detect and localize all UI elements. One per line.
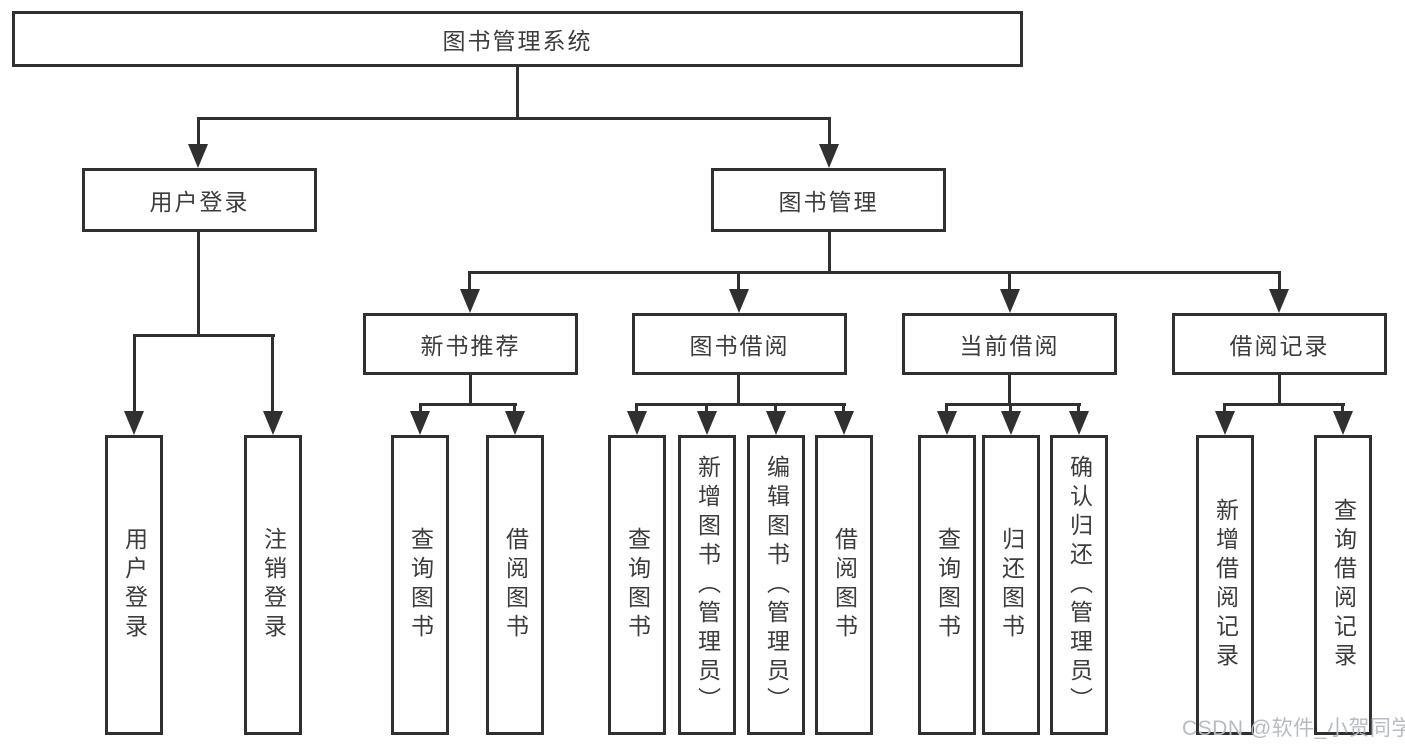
connector-drop-leaf-login: [133, 334, 136, 414]
arrowhead-borrow-records: [1269, 289, 1289, 313]
connector-drop-new-books: [468, 271, 471, 293]
connector-new-books-feeder: [469, 375, 472, 406]
leaf-label: 归还图书: [998, 527, 1025, 643]
arrowhead-query-record: [1333, 411, 1353, 435]
connector-level3-rail: [468, 271, 1281, 274]
connector-drop-query-books-a: [419, 403, 422, 415]
node-label: 图书借阅: [689, 333, 790, 359]
leaf-query-books-current: 查询图书: [918, 435, 976, 735]
leaf-label: 用户登录: [121, 527, 148, 643]
leaf-label: 查询图书: [934, 527, 961, 643]
connector-level2-rail: [197, 117, 831, 120]
connector-user-login-rail: [133, 334, 275, 337]
connector-drop-query-books-c: [945, 403, 948, 415]
arrowhead-current-borrow: [1000, 289, 1020, 313]
connector-borrow-records-feeder: [1278, 375, 1281, 406]
arrowhead-new-books: [460, 289, 480, 313]
leaf-add-books-admin: 新增图书（管理员）: [678, 435, 736, 735]
leaf-label: 注销登录: [260, 527, 287, 643]
leaf-label: 确认归还（管理员）: [1066, 454, 1093, 716]
connector-drop-add-books: [705, 403, 708, 415]
connector-current-borrow-feeder: [1008, 375, 1011, 406]
node-library-management-system: 图书管理系统: [12, 11, 1023, 67]
leaf-borrow-books-recommend: 借阅图书: [486, 435, 544, 735]
arrowhead-add-record: [1215, 411, 1235, 435]
connector-current-borrow-rail: [945, 403, 1081, 406]
connector-drop-borrow-books-a: [513, 403, 516, 415]
node-label: 用户登录: [149, 189, 250, 215]
leaf-label: 借阅图书: [502, 527, 529, 643]
node-label: 当前借阅: [959, 333, 1060, 359]
node-borrow-records: 借阅记录: [1172, 313, 1387, 375]
leaf-confirm-return-admin: 确认归还（管理员）: [1050, 435, 1108, 735]
arrowhead-book-borrow: [729, 289, 749, 313]
node-label: 借阅记录: [1229, 333, 1330, 359]
arrowhead-return-books: [1001, 411, 1021, 435]
connector-drop-edit-books: [774, 403, 777, 415]
connector-drop-confirm-return: [1077, 403, 1080, 415]
connector-drop-return-books: [1009, 403, 1012, 415]
arrowhead-leaf-logout: [263, 411, 283, 435]
leaf-label: 查询图书: [407, 527, 434, 643]
node-current-borrow: 当前借阅: [902, 313, 1117, 375]
node-label: 新书推荐: [420, 333, 521, 359]
leaf-logout: 注销登录: [244, 435, 302, 735]
arrowhead-add-books: [697, 411, 717, 435]
connector-book-borrow-feeder: [737, 375, 740, 406]
connector-drop-leaf-logout: [271, 334, 274, 414]
arrowhead-borrow-books-b: [834, 411, 854, 435]
leaf-borrow-books: 借阅图书: [815, 435, 873, 735]
arrowhead-query-books-b: [627, 411, 647, 435]
leaf-edit-books-admin: 编辑图书（管理员）: [747, 435, 805, 735]
leaf-query-borrow-record: 查询借阅记录: [1314, 435, 1372, 735]
arrowhead-query-books-c: [937, 411, 957, 435]
arrowhead-query-books-a: [410, 411, 430, 435]
node-book-management: 图书管理: [711, 168, 946, 232]
connector-root-feeder: [516, 67, 519, 117]
leaf-label: 新增借阅记录: [1212, 498, 1239, 672]
arrowhead-borrow-books-a: [505, 411, 525, 435]
connector-drop-user-login: [197, 117, 200, 149]
leaf-user-login: 用户登录: [105, 435, 163, 735]
leaf-label: 查询借阅记录: [1330, 498, 1357, 672]
arrowhead-user-login: [188, 144, 208, 168]
leaf-label: 查询图书: [624, 527, 651, 643]
connector-drop-borrow-books-b: [842, 403, 845, 415]
connector-book-borrow-rail: [635, 403, 846, 406]
arrowhead-confirm-return: [1069, 411, 1089, 435]
leaf-label: 新增图书（管理员）: [694, 454, 721, 716]
connector-drop-book-borrow: [737, 271, 740, 293]
connector-new-books-rail: [419, 403, 517, 406]
connector-drop-add-record: [1223, 403, 1226, 415]
connector-book-management-feeder: [828, 232, 831, 273]
leaf-label: 借阅图书: [831, 527, 858, 643]
node-new-book-recommend: 新书推荐: [363, 313, 578, 375]
node-label: 图书管理: [778, 189, 879, 215]
node-label: 图书管理系统: [442, 28, 593, 54]
connector-drop-borrow-records: [1278, 271, 1281, 293]
leaf-query-books-borrow: 查询图书: [608, 435, 666, 735]
connector-drop-current-borrow: [1008, 271, 1011, 293]
leaf-add-borrow-record: 新增借阅记录: [1196, 435, 1254, 735]
connector-drop-book-management: [828, 117, 831, 149]
csdn-watermark: CSDN @软件_小贺同学: [1182, 717, 1405, 740]
arrowhead-leaf-login: [124, 411, 144, 435]
leaf-return-books: 归还图书: [982, 435, 1040, 735]
node-user-login: 用户登录: [82, 168, 317, 232]
connector-drop-query-books-b: [635, 403, 638, 415]
connector-user-login-feeder: [197, 232, 200, 336]
node-book-borrow: 图书借阅: [632, 313, 847, 375]
connector-borrow-records-rail: [1223, 403, 1345, 406]
connector-drop-query-record: [1341, 403, 1344, 415]
arrowhead-book-management: [819, 144, 839, 168]
leaf-label: 编辑图书（管理员）: [763, 454, 790, 716]
arrowhead-edit-books: [766, 411, 786, 435]
leaf-query-books-recommend: 查询图书: [391, 435, 449, 735]
